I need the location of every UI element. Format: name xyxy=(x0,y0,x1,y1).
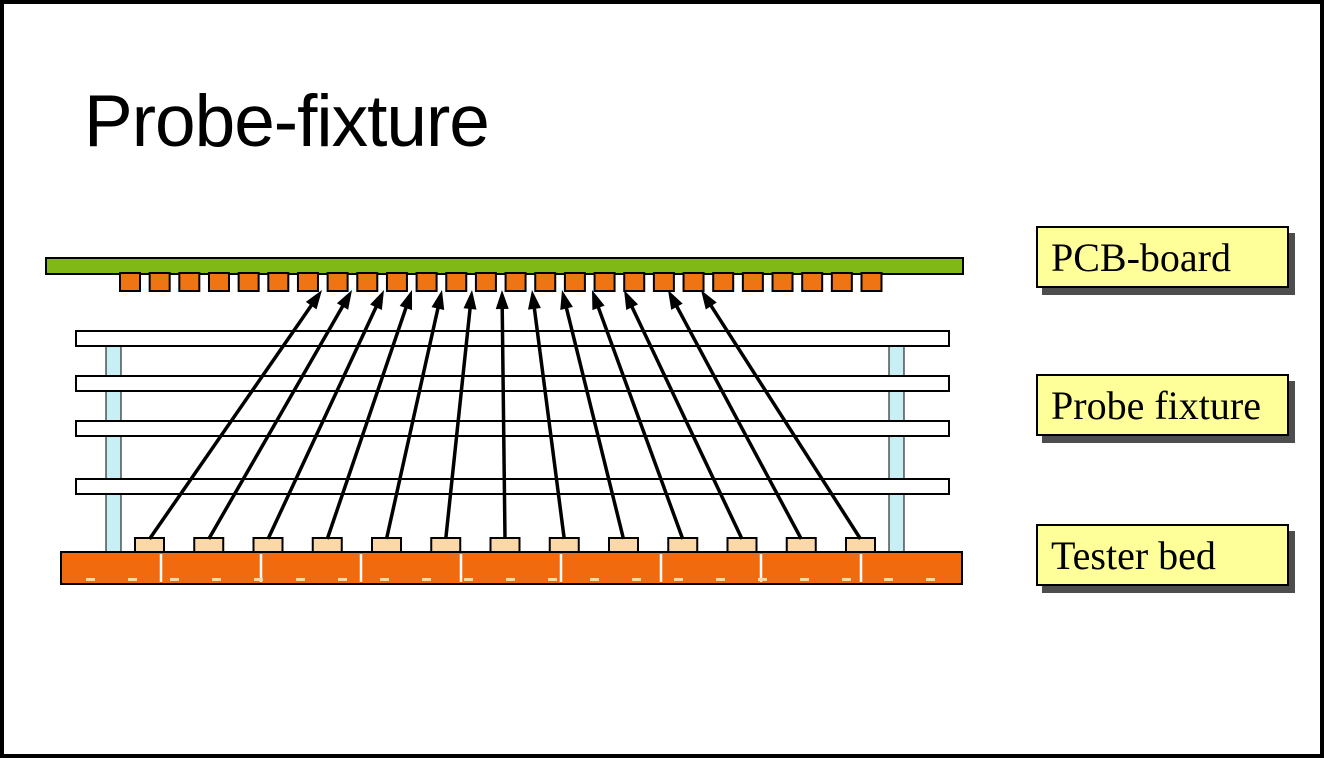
label-probe-fixture-text: Probe fixture xyxy=(1051,382,1261,428)
probe-fixture-diagram xyxy=(45,257,964,585)
label-pcb-board-text: PCB-board xyxy=(1051,234,1231,280)
label-tester-bed-text: Tester bed xyxy=(1051,532,1216,578)
label-pcb-board: PCB-board xyxy=(1036,226,1289,288)
slide-title: Probe-fixture xyxy=(84,81,490,162)
label-tester-bed: Tester bed xyxy=(1036,524,1289,586)
label-probe-fixture: Probe fixture xyxy=(1036,374,1289,436)
